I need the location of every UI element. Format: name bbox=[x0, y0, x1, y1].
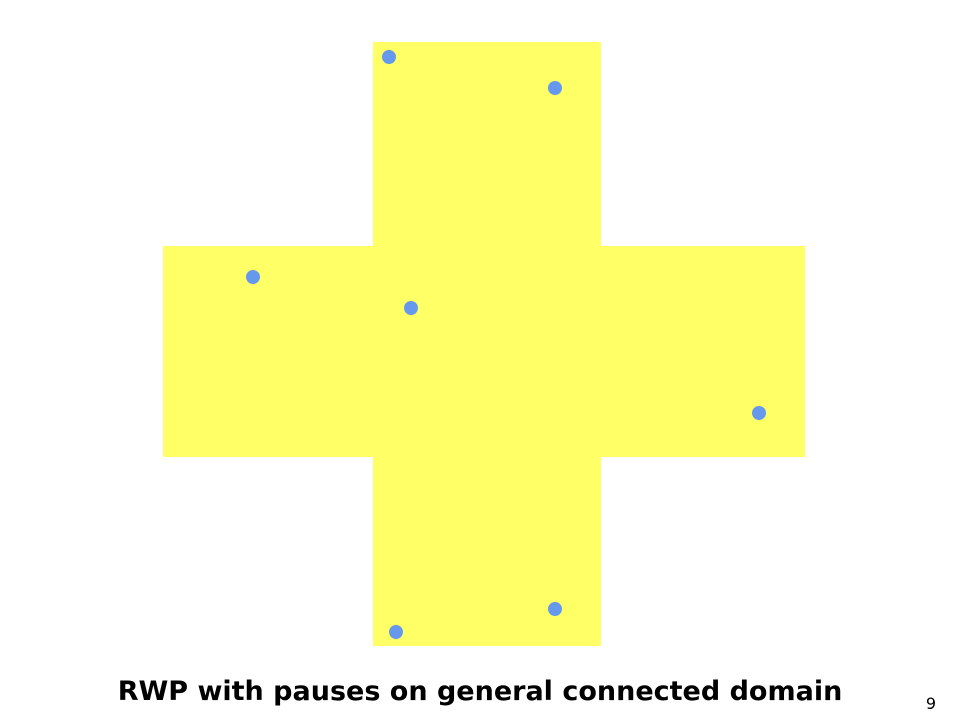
page-number: 9 bbox=[925, 694, 936, 713]
sample-point bbox=[404, 301, 418, 315]
sample-point bbox=[548, 81, 562, 95]
sample-point bbox=[389, 625, 403, 639]
cross-domain bbox=[163, 42, 805, 646]
sample-point bbox=[382, 50, 396, 64]
sample-point bbox=[752, 406, 766, 420]
sample-point bbox=[548, 602, 562, 616]
slide-caption: RWP with pauses on general connected dom… bbox=[117, 676, 843, 707]
sample-point bbox=[246, 270, 260, 284]
